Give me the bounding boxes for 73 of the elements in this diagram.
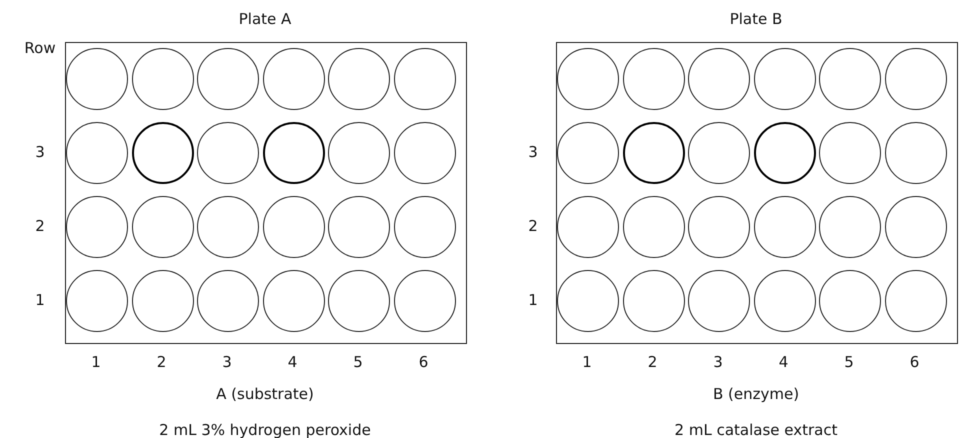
well	[819, 196, 881, 258]
row-number: 2	[35, 217, 45, 235]
well	[394, 48, 456, 110]
well	[622, 270, 684, 332]
well	[884, 270, 946, 332]
row-heading: Row	[24, 39, 56, 57]
well	[622, 196, 684, 258]
well	[394, 122, 456, 184]
well	[754, 270, 816, 332]
well	[557, 270, 619, 332]
column-number: 5	[844, 353, 854, 371]
plate-title: Plate B	[730, 10, 782, 28]
well	[66, 48, 128, 110]
well	[132, 122, 194, 184]
well	[754, 48, 816, 110]
well	[262, 122, 324, 184]
row-number: 1	[35, 291, 45, 309]
row-number: 1	[528, 291, 538, 309]
well	[197, 122, 259, 184]
well	[328, 48, 390, 110]
plate-title: Plate A	[238, 10, 292, 28]
well	[884, 196, 946, 258]
column-number: 5	[353, 353, 363, 371]
well	[754, 196, 816, 258]
well	[394, 196, 456, 258]
column-number: 4	[778, 353, 788, 371]
well	[394, 270, 456, 332]
well	[197, 270, 259, 332]
well	[132, 270, 194, 332]
well	[688, 48, 750, 110]
well	[328, 270, 390, 332]
column-number: 2	[156, 353, 166, 371]
well	[66, 270, 128, 332]
well	[66, 122, 128, 184]
well	[688, 122, 750, 184]
well	[197, 48, 259, 110]
column-number: 6	[418, 353, 428, 371]
well	[754, 122, 816, 184]
well	[557, 48, 619, 110]
column-number: 3	[713, 353, 723, 371]
plate-caption: 2 mL 3% hydrogen peroxide	[159, 421, 371, 438]
column-number: 1	[582, 353, 592, 371]
well	[884, 122, 946, 184]
well	[819, 48, 881, 110]
plate-caption: 2 mL catalase extract	[674, 421, 838, 438]
row-number: 2	[528, 217, 538, 235]
well	[622, 48, 684, 110]
plate-caption: A (substrate)	[216, 385, 314, 403]
well	[262, 196, 324, 258]
well	[688, 270, 750, 332]
well	[262, 270, 324, 332]
column-number: 2	[648, 353, 658, 371]
well	[328, 196, 390, 258]
column-number: 1	[91, 353, 101, 371]
row-number: 3	[528, 143, 538, 161]
row-number: 3	[35, 143, 45, 161]
well	[557, 196, 619, 258]
well	[622, 122, 684, 184]
well	[262, 48, 324, 110]
well	[66, 196, 128, 258]
column-number: 6	[910, 353, 920, 371]
well	[328, 122, 390, 184]
well	[819, 270, 881, 332]
well	[688, 196, 750, 258]
column-number: 4	[288, 353, 298, 371]
well	[884, 48, 946, 110]
well	[557, 122, 619, 184]
well	[819, 122, 881, 184]
well	[197, 196, 259, 258]
well	[132, 196, 194, 258]
plate-caption: B (enzyme)	[712, 385, 800, 403]
column-number: 3	[222, 353, 232, 371]
well	[132, 48, 194, 110]
